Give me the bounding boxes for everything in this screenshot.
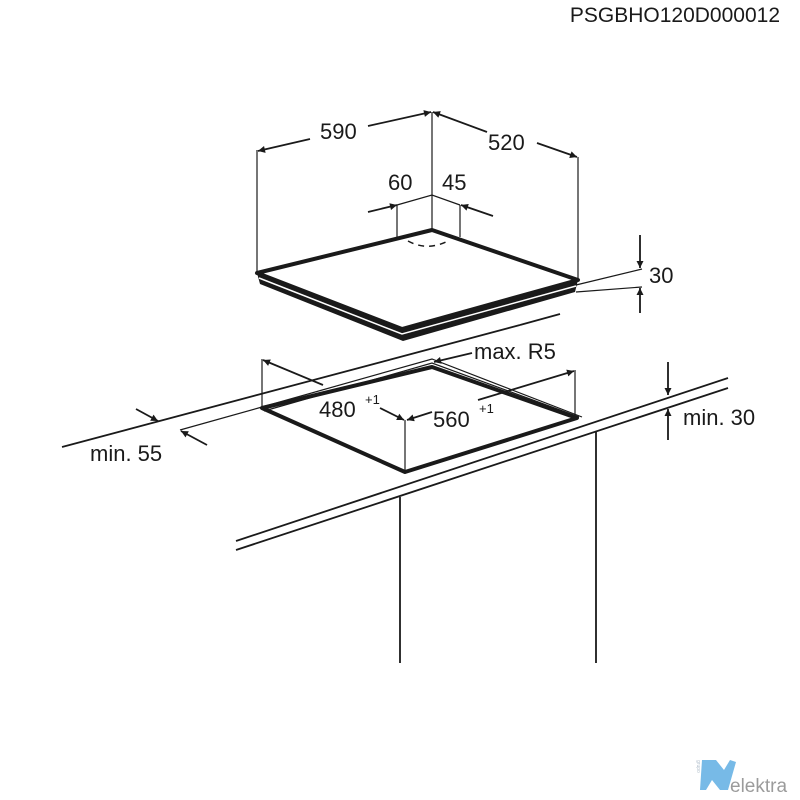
max-radius-label: max. R5 [474, 339, 556, 364]
logo-brand-text: elektra [730, 776, 787, 797]
cutout-depth-tolerance: +1 [365, 392, 380, 407]
hob-gas-inlet-dashed [407, 239, 451, 247]
cutout-width-tolerance: +1 [479, 401, 494, 416]
logo-small-text: grupo [695, 760, 701, 773]
hob-width-label: 590 [320, 119, 357, 144]
hob-side-slab [257, 273, 578, 341]
worktop-drawing [61, 313, 729, 663]
hob-height-label: 30 [649, 263, 673, 288]
cutout-width-label: 560 [433, 407, 470, 432]
hob-right-offset-label: 45 [442, 170, 466, 195]
cutout-depth-label: 480 [319, 397, 356, 422]
cutout-dimension-lines [135, 352, 672, 472]
hob-left-offset-label: 60 [388, 170, 412, 195]
elektra-logo: grupo elektra [695, 760, 787, 797]
hob-drawing [255, 228, 580, 341]
hob-top [255, 228, 580, 331]
hob-dimension-lines [256, 110, 644, 313]
document-code: PSGBHO120D000012 [570, 4, 780, 27]
min-worktop-thickness-label: min. 30 [683, 405, 755, 430]
logo-mark-icon [700, 760, 736, 790]
cutout-outline [260, 365, 579, 474]
min-front-distance-label: min. 55 [90, 441, 162, 466]
hob-depth-label: 520 [488, 130, 525, 155]
